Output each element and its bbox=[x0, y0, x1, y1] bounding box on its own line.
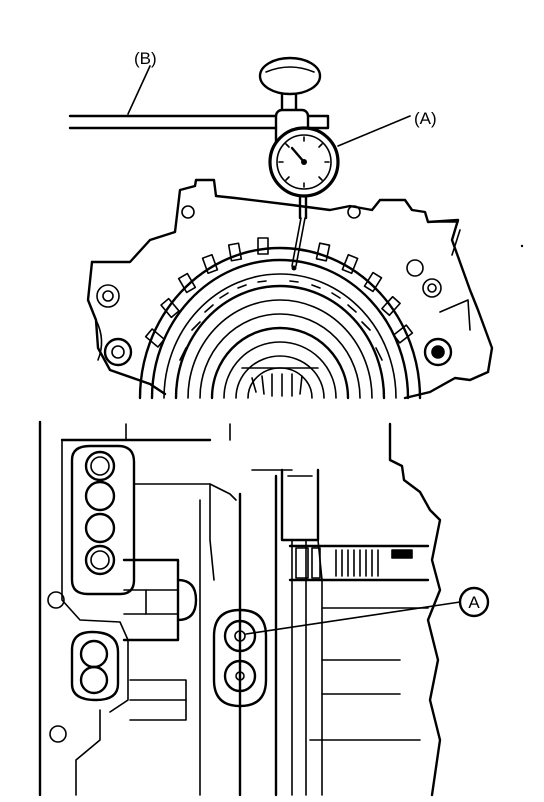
speck bbox=[520, 244, 524, 248]
leader-a-top bbox=[337, 115, 411, 147]
callout-a-circle bbox=[458, 586, 490, 618]
leader-b bbox=[127, 65, 151, 115]
callout-b-label: (B) bbox=[134, 49, 157, 68]
valve-body-casting bbox=[38, 420, 442, 797]
bottom-figure: A bbox=[38, 420, 490, 797]
callout-a-label-bottom: A bbox=[468, 593, 480, 612]
leader-a-bottom bbox=[245, 601, 461, 635]
callout-a-label-top: (A) bbox=[414, 109, 437, 128]
transmission-housing bbox=[86, 178, 494, 400]
straightedge-bar bbox=[68, 114, 330, 130]
top-figure: (B) (A) bbox=[68, 49, 494, 400]
dial-indicator bbox=[258, 56, 340, 271]
clutch-drum bbox=[138, 237, 422, 400]
